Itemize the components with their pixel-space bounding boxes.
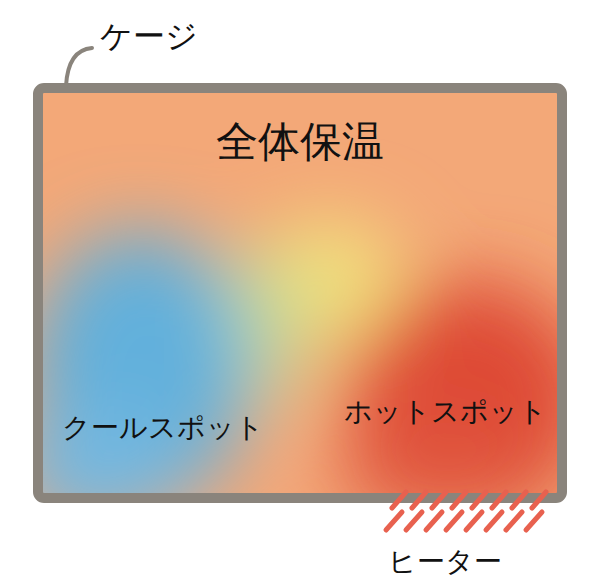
temperature-gradient — [43, 93, 557, 493]
cool-spot-label: クールスポット — [62, 412, 264, 444]
hot-spot-label: ホットスポット — [344, 396, 547, 428]
cool-spot-region: クールスポット — [58, 408, 268, 448]
hot-spot-region: ホットスポット — [340, 392, 551, 432]
cage-outline — [38, 88, 562, 498]
zone-title: 全体保温 — [216, 118, 384, 166]
heater-label: ヒーター — [388, 546, 502, 578]
leader-line — [66, 48, 92, 86]
cage-heading: ケージ — [100, 18, 198, 55]
cage-box: ケージ全体保温クールスポットホットスポット — [38, 88, 562, 498]
heater-hatch — [386, 492, 546, 530]
